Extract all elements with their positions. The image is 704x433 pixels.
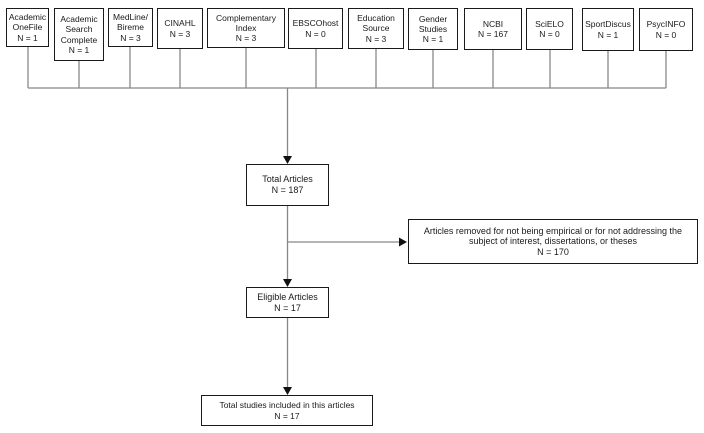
total-articles-box: Total Articles N = 187 bbox=[246, 164, 329, 206]
source-name: NCBI bbox=[482, 18, 504, 29]
source-box-ebscohost: EBSCOhost N = 0 bbox=[288, 8, 343, 49]
source-count: N = 0 bbox=[539, 29, 560, 39]
source-box-education-source: Education Source N = 3 bbox=[348, 8, 404, 49]
source-count: N = 0 bbox=[655, 29, 677, 40]
source-count: N = 1 bbox=[68, 44, 90, 55]
source-name: Academic Search Complete bbox=[60, 14, 98, 45]
source-box-gender-studies: Gender Studies N = 1 bbox=[408, 8, 458, 50]
source-count: N = 167 bbox=[477, 29, 508, 39]
source-box-scielo: SciELO N = 0 bbox=[526, 8, 573, 50]
eligible-articles-count: N = 17 bbox=[274, 302, 301, 313]
source-box-academic-onefile: Academic OneFile N = 1 bbox=[6, 8, 49, 47]
source-box-psycinfo: PsycINFO N = 0 bbox=[639, 8, 693, 51]
source-name: Academic OneFile bbox=[8, 12, 47, 33]
source-count: N = 3 bbox=[235, 33, 257, 43]
removed-articles-label: Articles removed for not being empirical… bbox=[423, 225, 683, 247]
source-name: CINAHL bbox=[164, 18, 196, 29]
source-count: N = 1 bbox=[597, 29, 619, 40]
removed-articles-count: N = 170 bbox=[537, 246, 569, 257]
source-name: Gender Studies bbox=[418, 13, 448, 34]
source-box-ncbi: NCBI N = 167 bbox=[464, 8, 522, 50]
source-name: PsycINFO bbox=[646, 19, 686, 30]
source-count: N = 3 bbox=[365, 33, 387, 44]
source-box-academic-search-complete: Academic Search Complete N = 1 bbox=[54, 8, 104, 61]
source-to-bus-connectors bbox=[27, 47, 667, 89]
total-articles-count: N = 187 bbox=[271, 185, 304, 195]
source-count: N = 1 bbox=[17, 32, 38, 43]
source-box-medline-bireme: MedLine/​Bireme N = 3 bbox=[108, 8, 153, 47]
source-count: N = 1 bbox=[422, 34, 444, 44]
source-name: EBSCOhost bbox=[292, 18, 339, 29]
eligible-articles-box: Eligible Articles N = 17 bbox=[246, 287, 329, 318]
main-flow-stems bbox=[286, 88, 401, 389]
removed-articles-box: Articles removed for not being empirical… bbox=[408, 219, 698, 264]
eligible-articles-label: Eligible Articles bbox=[257, 291, 318, 302]
source-count: N = 3 bbox=[120, 32, 141, 43]
included-studies-count: N = 17 bbox=[274, 410, 300, 421]
source-count: N = 0 bbox=[305, 28, 326, 39]
source-count: N = 3 bbox=[169, 28, 191, 39]
total-articles-label: Total Articles bbox=[262, 174, 313, 185]
source-box-cinahl: CINAHL N = 3 bbox=[157, 8, 203, 49]
source-name: MedLine/​Bireme bbox=[113, 12, 148, 33]
source-name: Education Source bbox=[357, 13, 395, 34]
included-studies-label: Total studies included in this articles bbox=[219, 400, 355, 411]
source-name: SportDiscus bbox=[585, 19, 631, 30]
source-name: SciELO bbox=[535, 18, 564, 29]
source-name: Complementary Index bbox=[216, 12, 276, 33]
included-studies-box: Total studies included in this articles … bbox=[201, 395, 373, 426]
source-box-complementary-index: Complementary Index N = 3 bbox=[207, 8, 285, 48]
source-box-sportdiscus: SportDiscus N = 1 bbox=[582, 8, 634, 51]
